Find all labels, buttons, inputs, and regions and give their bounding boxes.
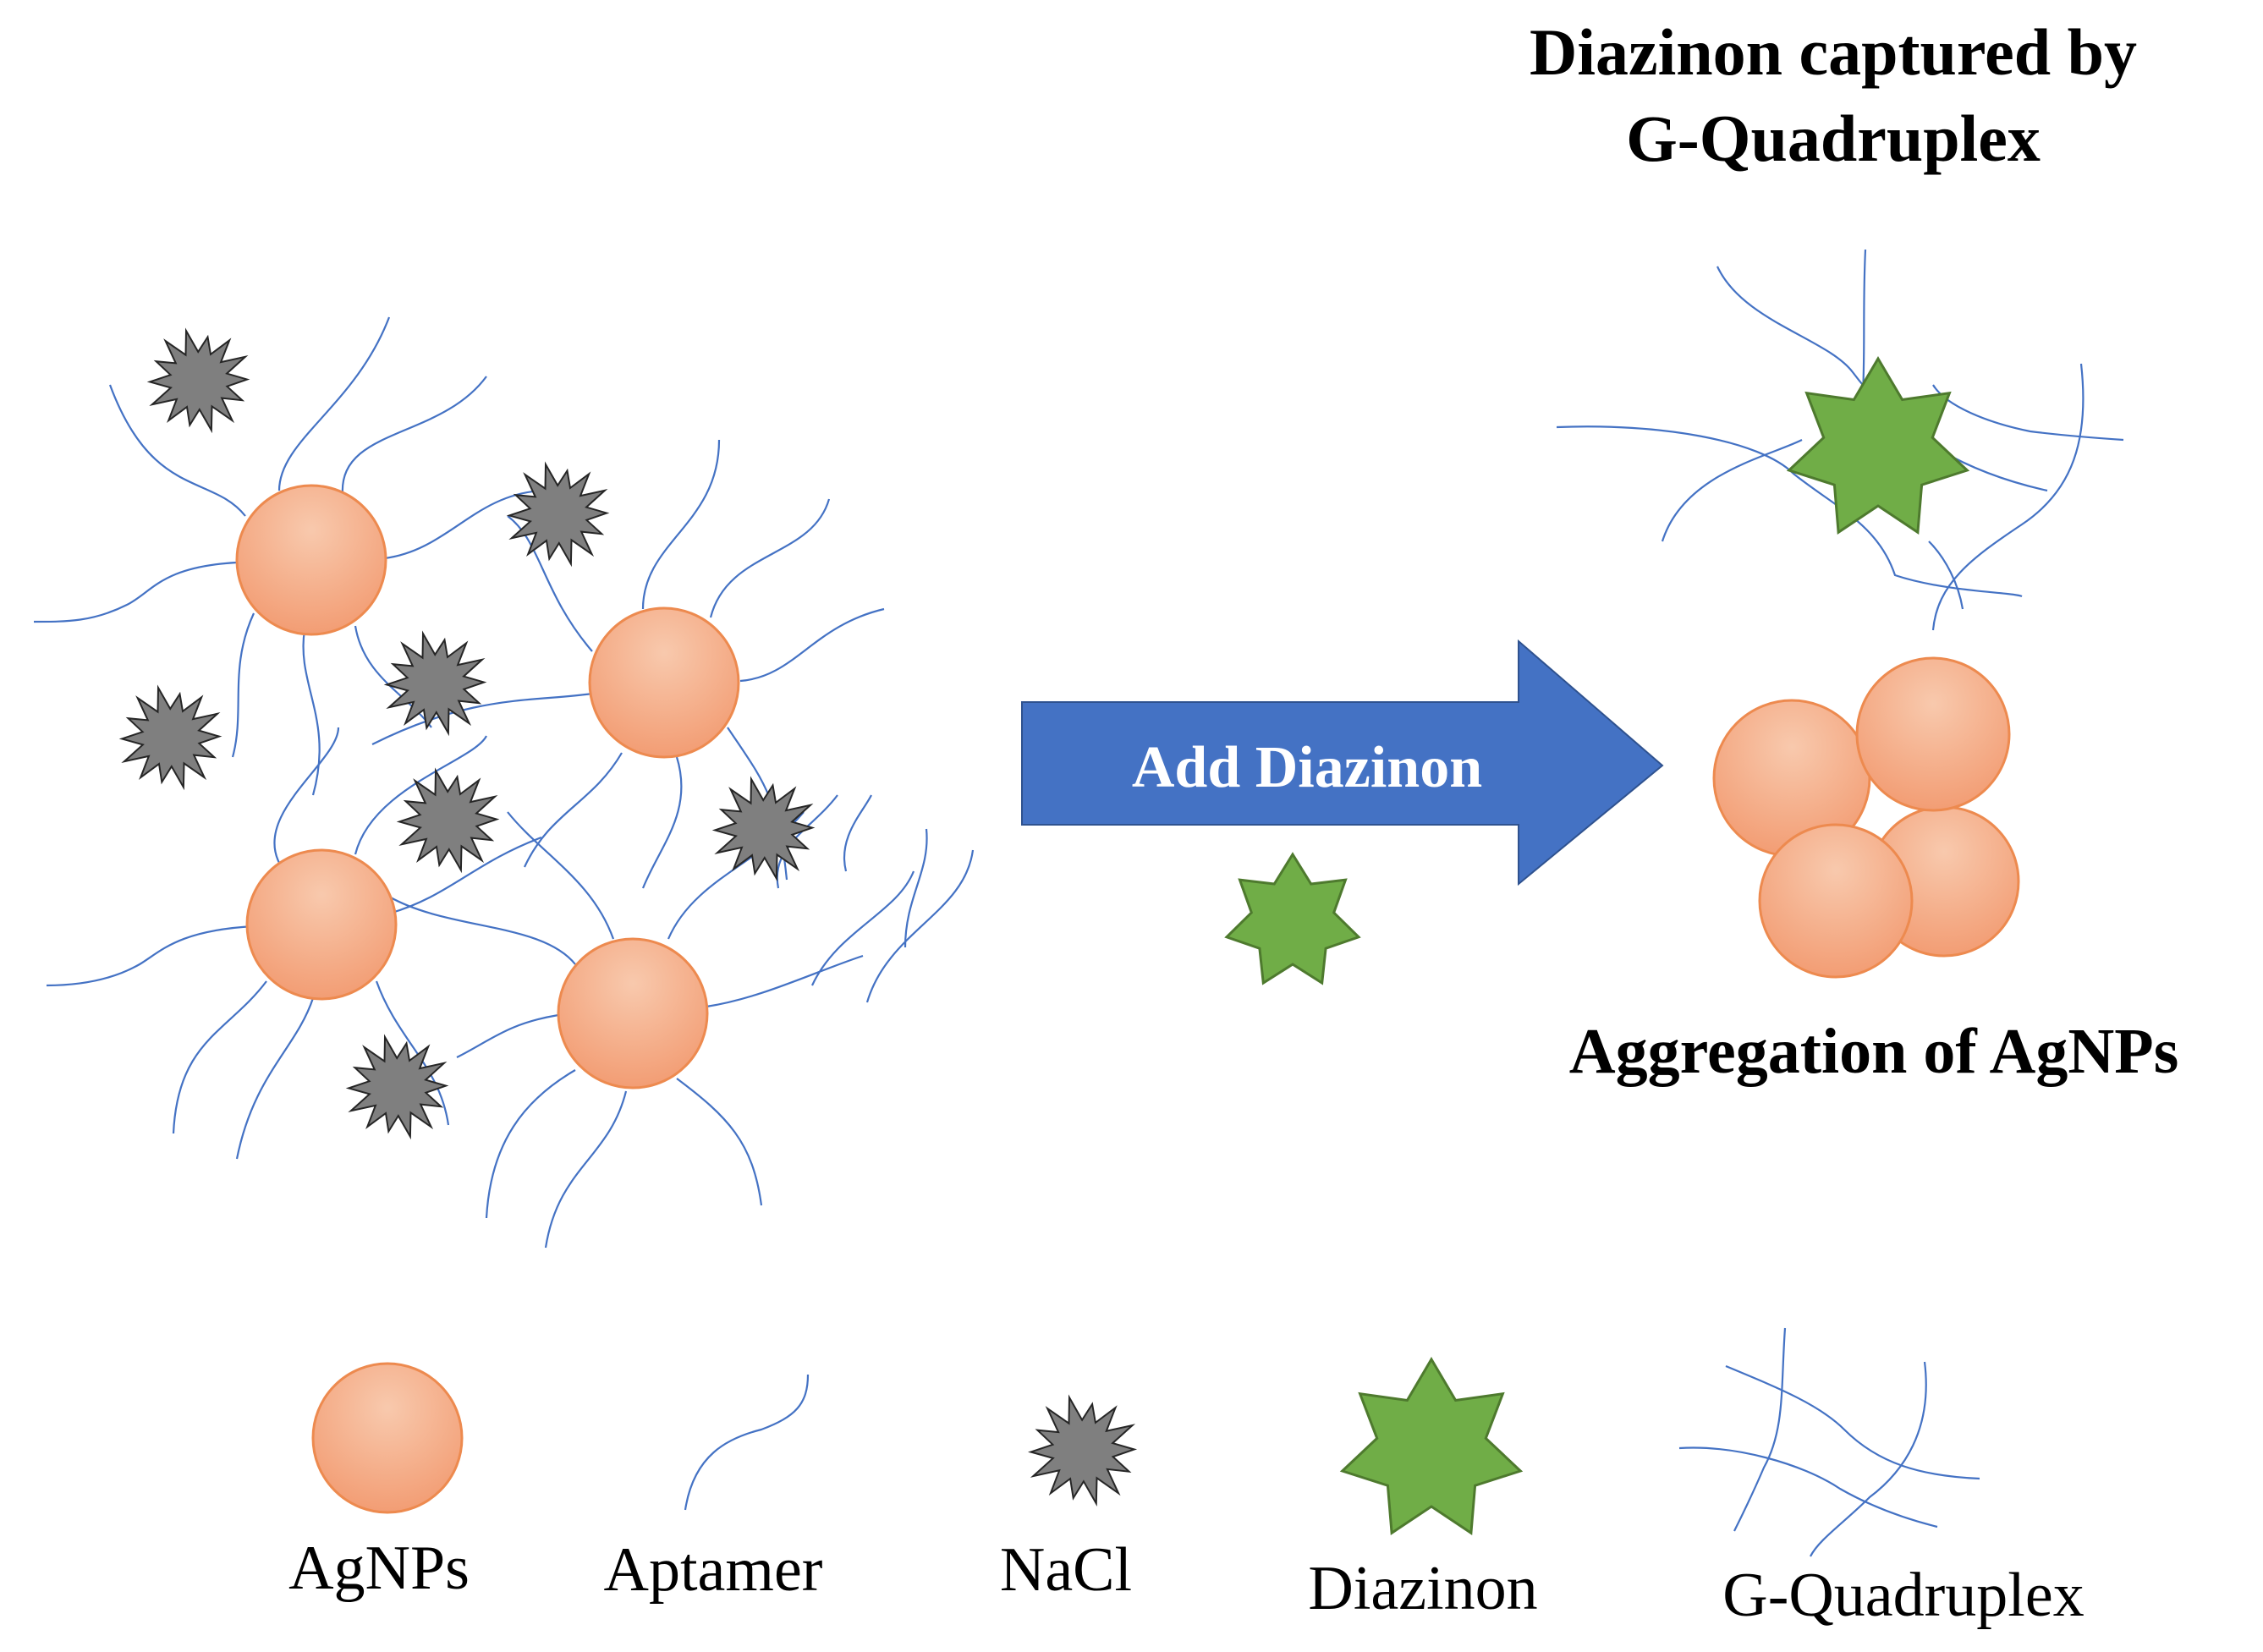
aptamer-strand xyxy=(709,498,831,618)
aptamer-strand xyxy=(46,925,255,987)
aptamer-strand xyxy=(231,612,255,758)
aptamer-strand xyxy=(676,1078,763,1206)
nacl-icon xyxy=(506,461,610,568)
aptamer-strand xyxy=(302,629,321,796)
aptamer-strand xyxy=(904,828,928,948)
add-diazinon-arrow: Add Diazinon xyxy=(1021,639,1664,886)
diazinon-icon xyxy=(1339,1357,1524,1535)
aptamer-strand xyxy=(354,735,487,855)
agnp-cluster xyxy=(235,484,740,1089)
aptamer-strand xyxy=(641,439,721,610)
legend: AgNPs Aptamer NaCl Diazinon G-Quadruplex xyxy=(288,1327,2084,1630)
g-quadruplex-strand xyxy=(1725,1364,1980,1480)
diazinon-icon xyxy=(1224,852,1361,985)
nacl-icon xyxy=(383,630,487,737)
aptamer-strand xyxy=(811,870,915,986)
legend-item-g-quadruplex: G-Quadruplex xyxy=(1678,1327,2084,1630)
legend-label-diazinon: Diazinon xyxy=(1308,1554,1537,1623)
aptamer-strand xyxy=(739,607,885,683)
g-quadruplex-strand xyxy=(1556,425,2023,598)
aptamer-strand xyxy=(507,811,615,940)
agnp-particle xyxy=(588,606,740,759)
nacl-icon xyxy=(118,684,222,791)
aptamer-strand xyxy=(641,756,683,889)
legend-item-diazinon: Diazinon xyxy=(1308,1357,1538,1623)
g-quadruplex-strand xyxy=(1928,541,1964,610)
legend-label-nacl: NaCl xyxy=(1000,1535,1132,1605)
aptamer-strand xyxy=(507,515,593,652)
aptamer-strand xyxy=(388,896,576,965)
legend-item-agnps: AgNPs xyxy=(288,1362,470,1603)
aptamer-strand xyxy=(172,980,267,1134)
legend-item-aptamer: Aptamer xyxy=(604,1374,823,1605)
g-quadruplex-capture xyxy=(1556,249,2124,631)
aptamer-strand xyxy=(524,752,623,868)
nacl-icon xyxy=(146,327,250,434)
g-quadruplex-strand xyxy=(1716,266,2048,492)
aptamer-strand xyxy=(277,316,391,491)
agnp-particle xyxy=(311,1362,464,1514)
aptamer-strand xyxy=(341,376,487,496)
aggregated-agnps xyxy=(1712,656,2020,979)
nacl-icon xyxy=(396,767,500,874)
aptamer-strand xyxy=(273,727,340,864)
aptamer-strand xyxy=(684,1374,810,1511)
nacl-icon xyxy=(345,1034,449,1140)
aptamer-network xyxy=(33,316,975,1249)
diazinon-icon xyxy=(1786,356,1970,535)
agnp-particle xyxy=(235,484,387,636)
aptamer-strand xyxy=(235,997,315,1160)
title-line-2: G-Quadruplex xyxy=(1626,102,2041,175)
aptamer-strand xyxy=(544,1090,628,1249)
g-quadruplex-strand xyxy=(1931,363,2084,631)
nacl-icon xyxy=(1027,1394,1138,1507)
aptamer-strand xyxy=(33,561,238,623)
agnp-particle xyxy=(245,848,398,1001)
agnp-particle xyxy=(1855,656,2011,812)
aptamer-strand xyxy=(485,1069,576,1219)
aptamer-strand xyxy=(375,980,450,1126)
legend-label-g-quadruplex: G-Quadruplex xyxy=(1722,1561,2084,1630)
arrow-label: Add Diazinon xyxy=(1132,735,1482,800)
aptamer-strand xyxy=(108,384,246,517)
legend-label-agnps: AgNPs xyxy=(288,1534,470,1603)
aptamer-strand xyxy=(843,794,872,872)
aptamer-strand xyxy=(865,849,975,1003)
agnp-particle xyxy=(557,937,709,1089)
aptamer-strand xyxy=(371,692,593,745)
g-quadruplex-strand xyxy=(1678,1446,1938,1529)
legend-label-aptamer: Aptamer xyxy=(604,1535,823,1605)
g-quadruplex-strand xyxy=(1932,384,2124,442)
aptamer-strand xyxy=(354,625,432,728)
g-quadruplex-strand xyxy=(1810,1361,1927,1557)
aptamer-strand xyxy=(706,954,864,1008)
nacl-particles xyxy=(118,327,816,1140)
g-quadruplex-strand xyxy=(1661,439,1803,542)
agnp-particle xyxy=(1758,823,1914,979)
title-line-1: Diazinon captured by xyxy=(1530,15,2137,89)
legend-item-nacl: NaCl xyxy=(1000,1394,1138,1605)
nacl-icon xyxy=(711,776,816,882)
aptamer-strand xyxy=(456,1013,559,1058)
aggregation-label: Aggregation of AgNPs xyxy=(1569,1016,2179,1087)
g-quadruplex-strand xyxy=(1733,1327,1787,1532)
